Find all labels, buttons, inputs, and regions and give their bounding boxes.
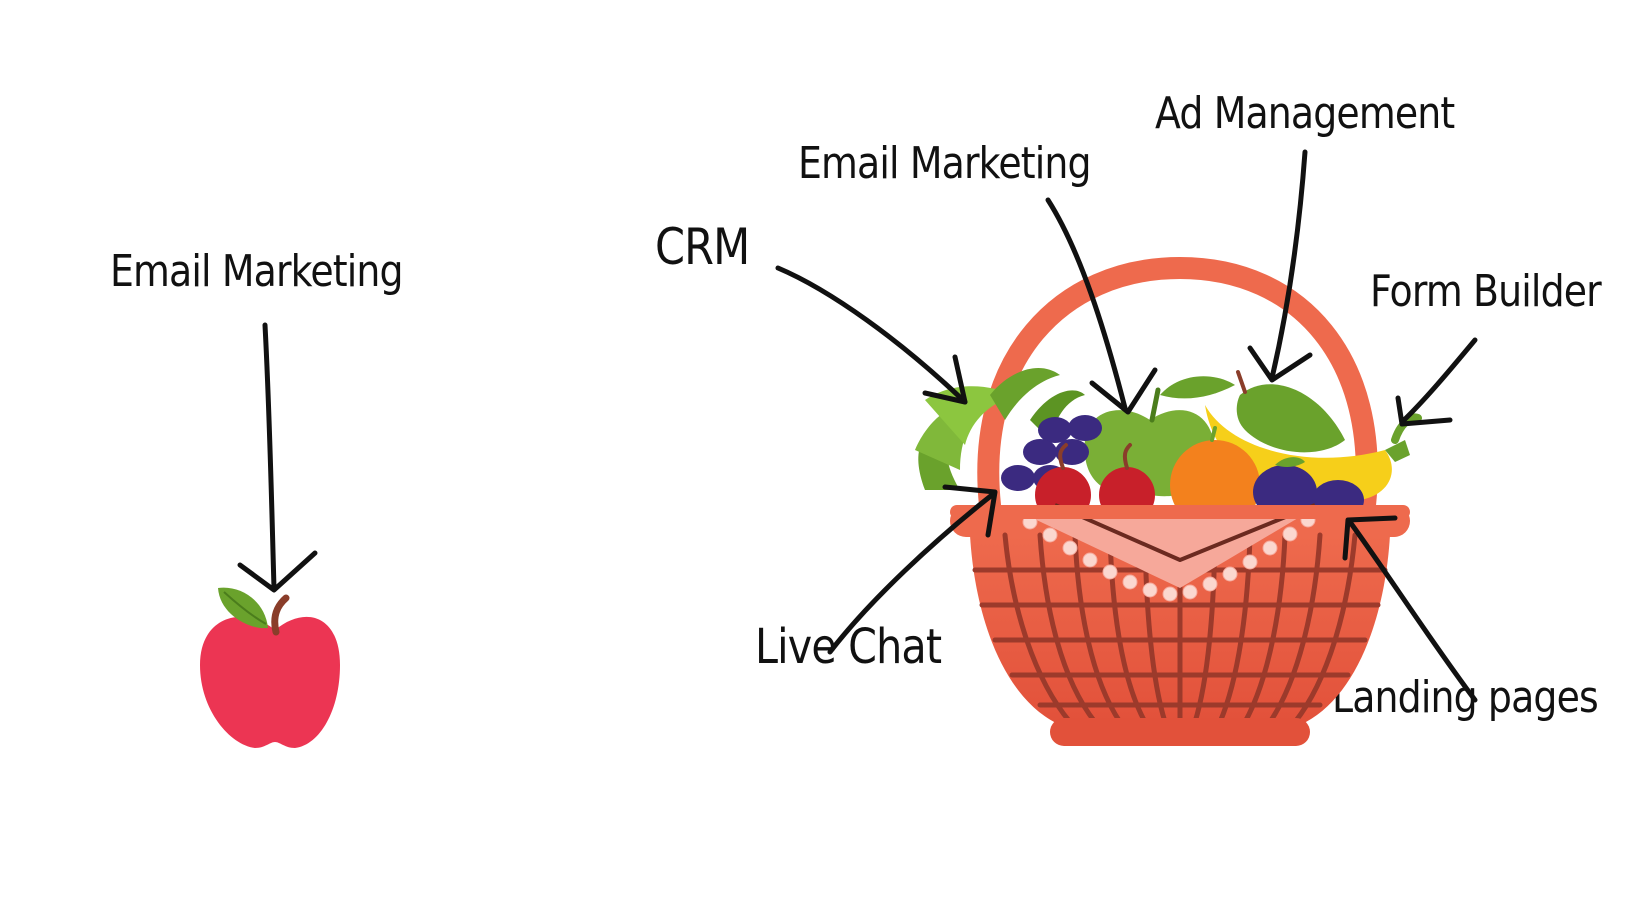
single-email-marketing-label: Email Marketing <box>110 246 404 297</box>
arrow-icon <box>1342 515 1478 703</box>
basket-email-marketing-label: Email Marketing <box>798 138 1092 189</box>
apple-icon <box>200 587 340 748</box>
arrow-icon <box>827 484 998 655</box>
ad-management-label: Ad Management <box>1155 88 1455 139</box>
arrow-icon <box>237 322 318 593</box>
arrow-icon <box>1395 337 1478 427</box>
crm-label: CRM <box>655 218 750 276</box>
form-builder-label: Form Builder <box>1370 266 1602 317</box>
arrow-icon <box>775 265 968 405</box>
fruit-basket-icon <box>915 256 1422 746</box>
arrow-icon <box>1045 197 1158 415</box>
arrow-icon <box>1247 149 1313 383</box>
